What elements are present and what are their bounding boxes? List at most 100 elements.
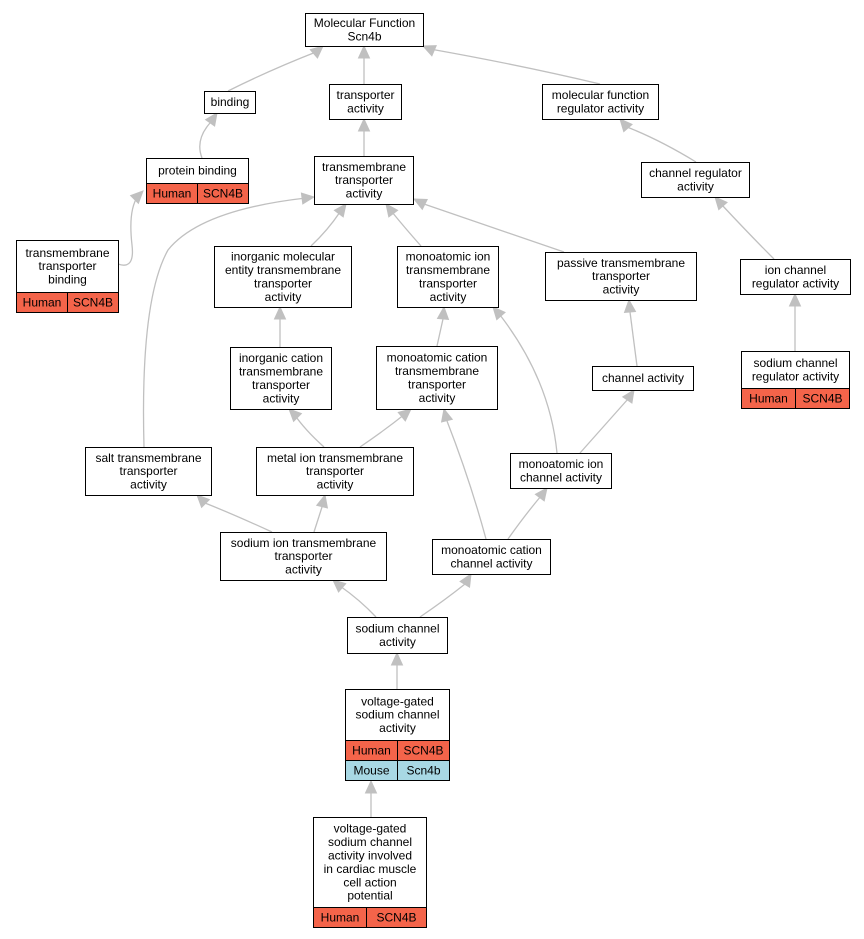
node-label: activity [285, 563, 322, 577]
node-label: protein binding [158, 164, 237, 178]
human-gene-cell [366, 907, 427, 928]
edge [199, 112, 218, 159]
node-box [545, 252, 697, 301]
node-label: binding [48, 273, 87, 287]
edge [714, 196, 775, 260]
arrow-head-icon [621, 389, 635, 404]
node-box [329, 84, 402, 120]
node-inorgcat[interactable]: inorganic cationtransmembranetransporter… [230, 347, 332, 410]
edge-line [391, 211, 422, 247]
node-box [214, 246, 352, 308]
species-label: Human [749, 392, 788, 406]
gene-label: SCN4B [376, 911, 416, 925]
node-label: molecular function [552, 88, 649, 102]
node-box [204, 91, 256, 114]
edge [421, 45, 601, 85]
node-label: transmembrane [322, 160, 406, 174]
node-monocat[interactable]: monoatomic cationtransmembranetransporte… [376, 346, 498, 410]
node-label: inorganic molecular [231, 250, 335, 264]
node-metal[interactable]: metal ion transmembranetransporteractivi… [256, 447, 414, 496]
node-binding[interactable]: binding [204, 91, 256, 114]
edge-line [359, 413, 406, 448]
arrow-head-icon [385, 203, 399, 218]
node-label: metal ion transmembrane [267, 451, 403, 465]
node-label: monoatomic cation [387, 351, 488, 365]
node-chanact[interactable]: channel activity [592, 366, 694, 391]
node-label: transmembrane [395, 364, 479, 378]
arrow-head-icon [421, 45, 437, 57]
edge-line [142, 197, 307, 448]
node-label: sodium channel [355, 708, 439, 722]
edge [436, 305, 450, 347]
species-label: Human [23, 296, 62, 310]
node-label: transporter [306, 464, 364, 478]
node-label: activity [677, 179, 714, 193]
arrow-head-icon [623, 298, 637, 313]
node-box [347, 617, 448, 654]
arrow-head-icon [273, 305, 287, 320]
node-box [220, 532, 387, 581]
node-box [397, 246, 499, 308]
edge-line [199, 122, 211, 159]
node-label: activity [317, 478, 354, 492]
node-sodiontm[interactable]: sodium ion transmembranetransporteractiv… [220, 532, 387, 581]
edge-line [293, 413, 325, 448]
species-label: Human [153, 187, 192, 201]
arrow-head-icon [714, 196, 728, 211]
edge [357, 117, 371, 156]
node-label: transporter [274, 549, 332, 563]
edge [227, 45, 324, 92]
node-label: activity [379, 721, 416, 735]
arrow-head-icon [204, 112, 218, 127]
node-label: transporter [254, 276, 312, 290]
node-label: sodium ion transmembrane [231, 536, 377, 550]
edge [310, 203, 347, 247]
arrow-head-icon [436, 305, 450, 320]
edges [117, 44, 802, 817]
edge [196, 494, 273, 533]
node-label: monoatomic ion [406, 250, 491, 264]
node-label: channel activity [450, 556, 532, 570]
node-label: channel regulator [649, 166, 742, 180]
node-label: activity [430, 290, 467, 304]
node-box [740, 259, 851, 295]
node-box [376, 346, 498, 410]
node-label: voltage-gated [361, 694, 434, 708]
edge-line [117, 195, 139, 266]
node-label: activity [346, 187, 383, 201]
human-gene-cell [197, 183, 249, 204]
node-label: monoatomic cation [441, 543, 542, 557]
node-box [85, 447, 212, 496]
gene-label: SCN4B [203, 187, 243, 201]
node-box [256, 447, 414, 496]
node-label: potential [347, 889, 392, 903]
node-label: voltage-gated [334, 822, 407, 836]
node-monoion[interactable]: monoatomic iontransmembranetransporterac… [397, 246, 499, 308]
edge [412, 198, 565, 253]
edge [357, 44, 371, 84]
edge-line [429, 48, 601, 85]
node-label: activity [419, 391, 456, 405]
node-label: sodium channel [753, 356, 837, 370]
node-label: Scn4b [347, 29, 381, 43]
arrow-head-icon [196, 494, 211, 509]
